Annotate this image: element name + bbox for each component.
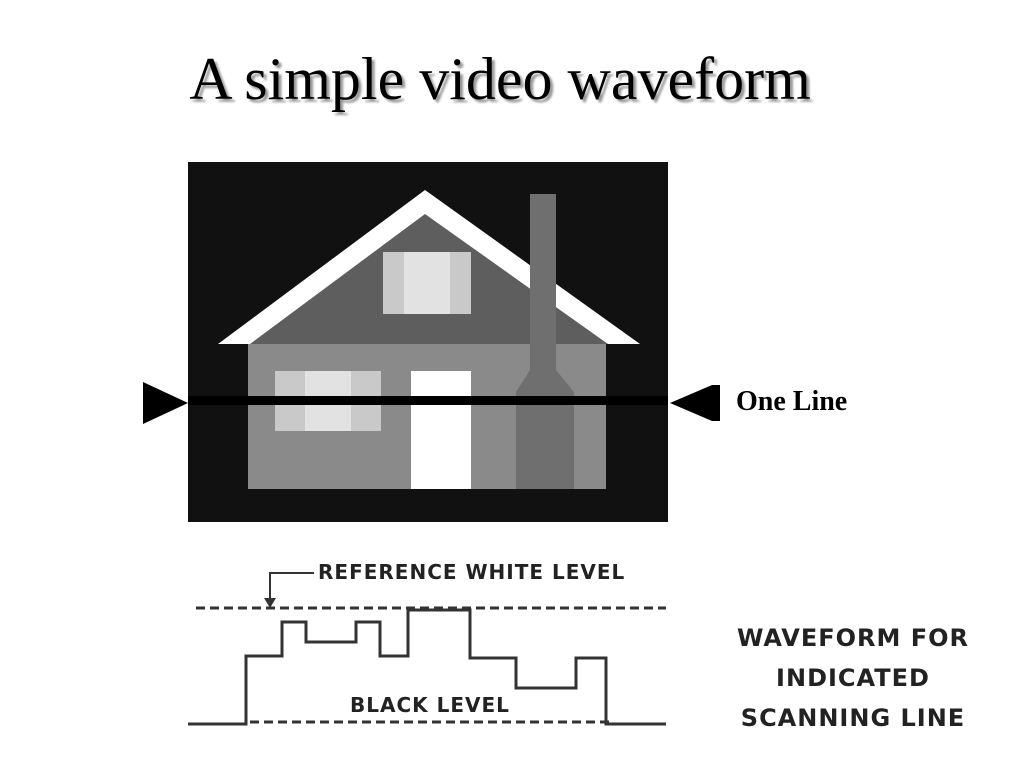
reference-leader-arrow-icon — [264, 598, 276, 608]
scan-line — [188, 396, 668, 405]
right-arrow-tail — [712, 385, 720, 421]
attic-window-pane — [404, 252, 450, 314]
reference-white-label: REFERENCE WHITE LEVEL — [318, 560, 626, 584]
chimney-base — [516, 370, 574, 489]
door — [411, 371, 471, 489]
right-arrow-icon — [670, 385, 712, 421]
waveform-trace — [188, 608, 666, 726]
scan-line-label: One Line — [736, 386, 848, 417]
waveform-caption: WAVEFORM FOR INDICATED SCANNING LINE — [728, 618, 978, 738]
caption-line-1: WAVEFORM FOR — [736, 624, 970, 652]
caption-line-2: INDICATED — [776, 664, 930, 692]
left-arrow-icon — [143, 382, 188, 424]
chimney — [530, 194, 556, 374]
reference-leader — [269, 572, 314, 600]
caption-line-3: SCANNING LINE — [740, 704, 966, 732]
slide-title: A simple video waveform — [189, 46, 811, 112]
black-level-label: BLACK LEVEL — [350, 693, 510, 717]
